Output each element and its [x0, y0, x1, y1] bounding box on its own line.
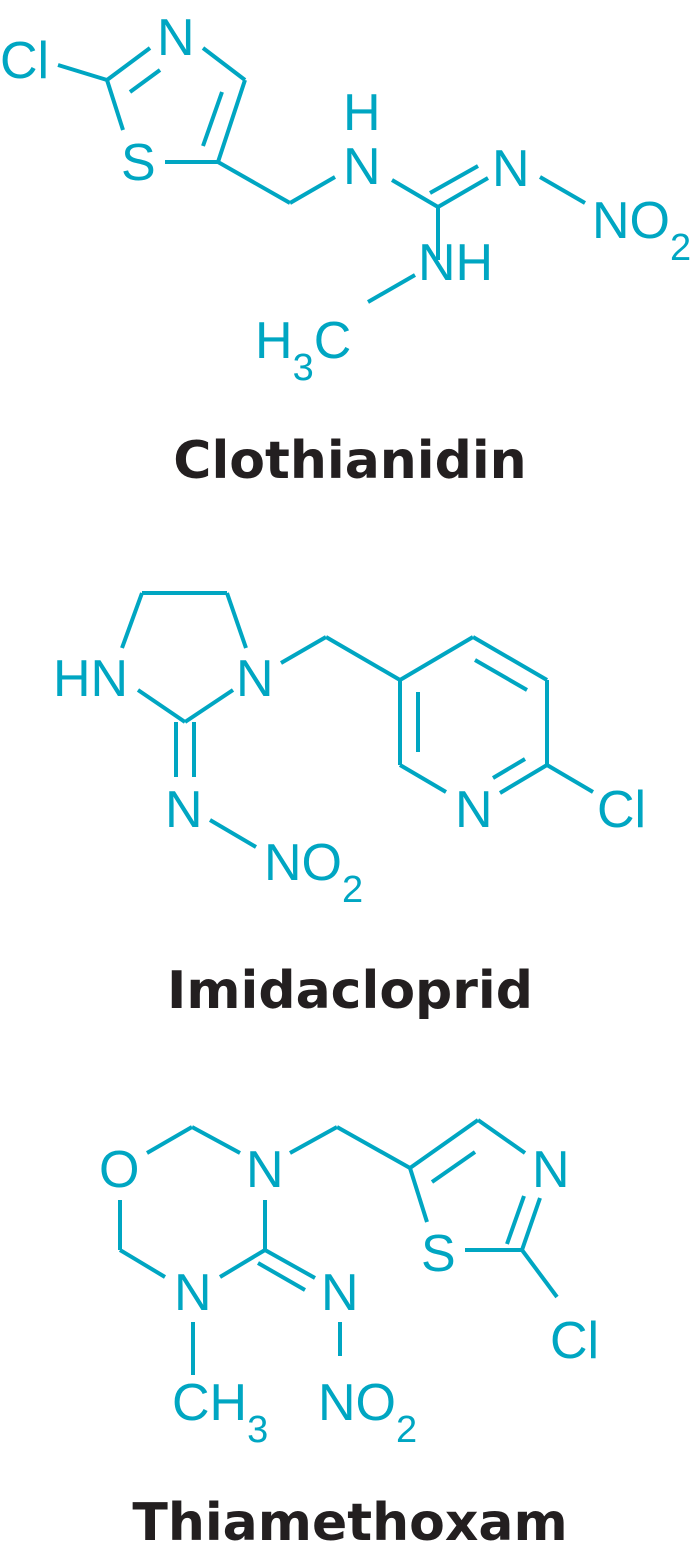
thiamethoxam-structure: O N N N CH3 NO2 N S Cl Thiamethoxam	[99, 1141, 599, 1553]
atom-label: NH	[418, 234, 493, 292]
atom-label: N	[492, 140, 530, 198]
atom-label: N	[321, 1264, 359, 1322]
bond-line	[289, 1125, 338, 1155]
bond-line	[118, 1248, 167, 1279]
bond-line	[105, 46, 152, 82]
atom-label: O	[99, 1141, 139, 1199]
atom-label: N	[343, 138, 381, 196]
bond-line	[408, 1167, 429, 1223]
molecule-name: Thiamethoxam	[132, 1493, 567, 1553]
bond-line	[225, 592, 248, 649]
bond-line	[408, 1118, 480, 1170]
atom-label: H	[343, 84, 381, 142]
bond-line	[57, 63, 108, 82]
atom-label: N	[455, 781, 493, 839]
bond-line	[390, 178, 440, 209]
bond-line	[398, 635, 475, 682]
bond-line	[136, 688, 187, 724]
atom-label: N	[174, 1264, 212, 1322]
bond-line	[279, 635, 328, 665]
atom-label: Cl	[550, 1312, 599, 1370]
bond-line	[429, 164, 479, 195]
atom-label: S	[121, 134, 156, 192]
bond-line	[201, 91, 224, 147]
bond-line	[538, 175, 587, 205]
atom-label: N	[157, 9, 195, 67]
bond-line	[336, 1125, 411, 1170]
atom-label: HN	[53, 650, 128, 708]
bond-line	[471, 635, 549, 682]
bond-line	[128, 68, 162, 94]
bond-line	[520, 1248, 559, 1299]
bond-line	[367, 273, 416, 304]
molecule-name: Imidacloprid	[167, 961, 533, 1021]
bond-line	[257, 1261, 306, 1292]
bond-line	[120, 592, 144, 649]
bond-line	[288, 175, 337, 205]
bond-line	[324, 635, 402, 682]
bond-line	[491, 757, 527, 780]
bond-line	[505, 1195, 526, 1245]
atom-label: N	[532, 1141, 570, 1199]
bond-line	[398, 763, 448, 794]
bond-line	[191, 1125, 241, 1155]
atom-label: Cl	[597, 781, 646, 839]
bond-line	[436, 176, 490, 209]
bond-line	[498, 763, 549, 795]
bond-line	[476, 1118, 527, 1155]
atom-label: N	[246, 1141, 284, 1199]
atom-label: Cl	[0, 32, 49, 90]
imidacloprid-structure: HN N N NO2 N Cl Imidacloprid	[53, 650, 646, 1021]
bond-line	[264, 1248, 316, 1280]
bond-line	[218, 1248, 267, 1279]
bond-line	[145, 1125, 194, 1155]
atom-label: CH3	[172, 1374, 268, 1451]
bond-line	[430, 1150, 477, 1184]
atom-label: S	[421, 1225, 456, 1283]
atom-label: N	[165, 781, 203, 839]
atom-label: NO2	[592, 192, 691, 269]
bond-line	[208, 818, 258, 849]
clothianidin-structure: Cl N S H N N NO2 NH H3C Clothianidin	[0, 9, 691, 491]
atom-label: NO2	[264, 834, 363, 911]
bond-line	[474, 658, 528, 692]
atom-label: NO2	[318, 1374, 417, 1451]
bond-line	[217, 160, 291, 205]
atom-label: N	[236, 650, 274, 708]
molecule-name: Clothianidin	[173, 431, 526, 491]
bond-line	[216, 79, 247, 163]
atom-label: H3C	[255, 312, 351, 389]
bond-line	[105, 79, 125, 131]
bonds	[57, 46, 595, 1375]
bond-line	[545, 763, 595, 794]
bond-line	[201, 46, 247, 82]
bond-line	[183, 688, 235, 724]
bond-line	[520, 1197, 542, 1251]
